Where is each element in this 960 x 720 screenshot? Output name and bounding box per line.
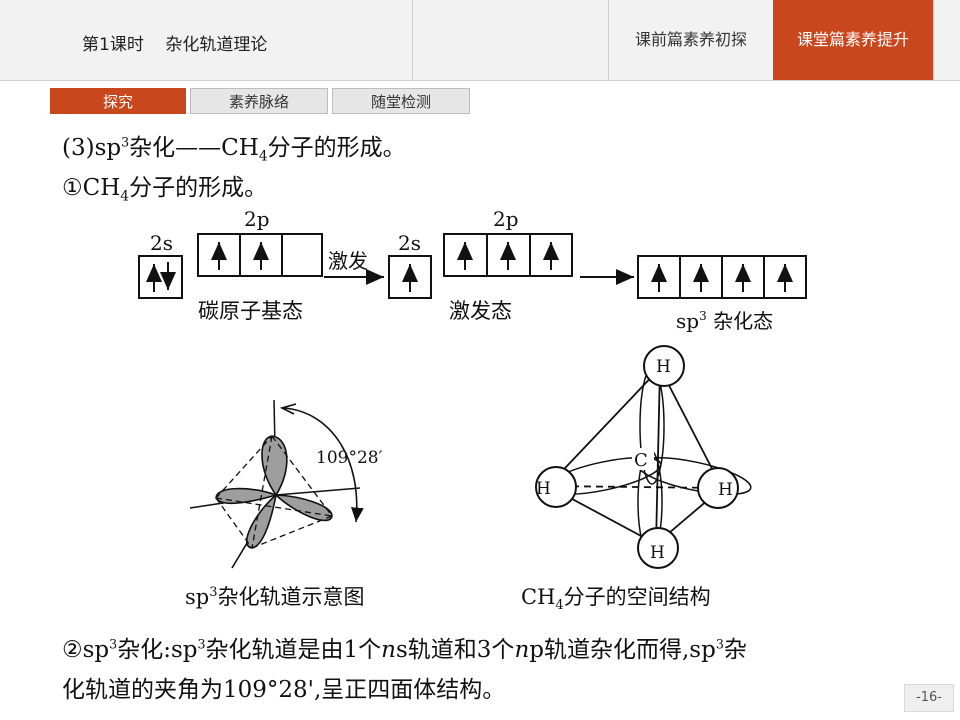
h-label: H [656, 357, 671, 377]
sp3-orbital-sketch [189, 399, 364, 569]
h-label: H [718, 480, 733, 500]
lesson-title: 第1课时 杂化轨道理论 [82, 35, 268, 55]
page-number: -16- [904, 684, 954, 712]
orbital-box-2s-excited [388, 255, 432, 299]
orbital-box-2p-excited [443, 233, 573, 277]
label-2p-ground: 2p [244, 207, 270, 231]
tab-explore[interactable]: 探究 [50, 88, 186, 114]
orbital-lobe [273, 494, 333, 522]
hydrogen-atom [643, 345, 685, 387]
orbital-lobe [215, 487, 279, 505]
label-2s-excited: 2s [398, 231, 421, 255]
nav-in-class[interactable]: 课堂篇素养提升 [773, 0, 933, 80]
caption-sp3-orbital: sp3杂化轨道示意图 [185, 585, 365, 609]
tab-quiz[interactable]: 随堂检测 [332, 88, 470, 114]
header-bar: 第1课时 杂化轨道理论 课前篇素养初探 课堂篇素养提升 [0, 0, 960, 81]
content-line-1: (3)sp3杂化——CH4分子的形成。 [62, 134, 406, 165]
hydrogen-atom [697, 467, 739, 509]
tab-literacy-context[interactable]: 素养脉络 [190, 88, 328, 114]
label-2s-ground: 2s [150, 231, 173, 255]
hydrogen-atom [637, 527, 679, 569]
c-label: C [634, 450, 648, 471]
label-ground-state: 碳原子基态 [198, 299, 303, 323]
orbital-box-2s [138, 255, 183, 299]
header-divider [933, 0, 934, 80]
content-line-4: 化轨道的夹角为109°28',呈正四面体结构。 [62, 677, 506, 703]
label-2p-excited: 2p [493, 207, 519, 231]
hydrogen-atom [535, 466, 577, 508]
ch4-structure [535, 345, 752, 569]
header-divider [608, 0, 609, 80]
angle-label: 109°28′ [316, 448, 383, 468]
orbital-box-2p-ground [197, 233, 323, 277]
h-label: H [650, 543, 665, 563]
electron-up-arrows [211, 242, 269, 270]
content-line-3: ②sp3杂化:sp3杂化轨道是由1个ns轨道和3个np轨道杂化而得,sp3杂 [62, 636, 747, 663]
header-divider [412, 0, 413, 80]
orbital-lobe [261, 435, 288, 497]
caption-ch4-structure: CH4分子的空间结构 [521, 585, 711, 613]
h-label: H [536, 479, 551, 499]
label-sp3-state: sp3 杂化态 [676, 309, 773, 333]
nav-pre-class[interactable]: 课前篇素养初探 [634, 30, 747, 49]
label-excite: 激发 [328, 249, 368, 273]
electron-pair-arrows [146, 262, 176, 292]
label-excited-state: 激发态 [449, 299, 512, 323]
content-line-2: ①CH4分子的形成。 [62, 175, 268, 205]
